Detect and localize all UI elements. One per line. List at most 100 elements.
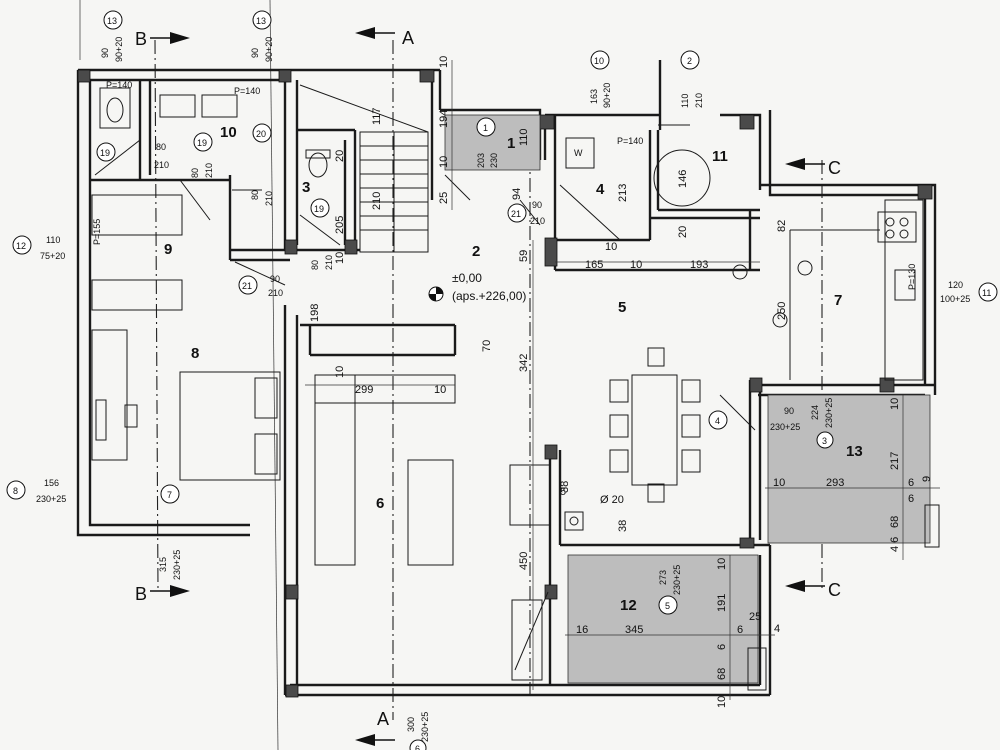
dimension-label: 6 [908, 477, 914, 489]
parapet-height: P=155 [92, 219, 102, 245]
opening-width: 110 [680, 94, 690, 108]
window-tag: 2 [687, 56, 692, 66]
window-tag: 6 [415, 744, 420, 750]
section-label: C [828, 158, 841, 178]
room-number: 12 [620, 597, 637, 614]
opening-height: 75+20 [40, 251, 65, 261]
dimension-label: 10 [716, 558, 728, 570]
room-number: 10 [220, 124, 237, 141]
window-tag: 10 [594, 56, 604, 66]
opening-width: 203 [476, 153, 486, 168]
opening-width: 224 [810, 405, 820, 420]
dimension-label: 38 [617, 520, 629, 532]
dimension-label: 4 [774, 623, 780, 635]
dimension-label: 345 [625, 624, 643, 636]
window-tag: 12 [16, 241, 26, 251]
dimension-label: 165 [585, 259, 603, 271]
room-number: 4 [596, 181, 605, 198]
room-number: 13 [846, 443, 863, 460]
door-tag: 20 [256, 129, 266, 139]
dimension-label: 117 [371, 107, 383, 125]
opening-width: 80 [310, 260, 320, 270]
dimension-label: 191 [716, 594, 728, 612]
opening-height: 90+20 [264, 37, 274, 62]
opening-width: 80 [250, 190, 260, 200]
opening-width: 90 [270, 274, 280, 284]
section-label: B [135, 584, 147, 604]
window-tag: 13 [107, 16, 117, 26]
dimension-label: 342 [518, 354, 530, 372]
room-numbers: 1 2 3 4 5 6 7 8 9 10 11 12 13 [164, 124, 863, 614]
opening-height: 90+20 [602, 83, 612, 108]
opening-height: 230+25 [36, 494, 66, 504]
room-number: 3 [302, 179, 310, 196]
section-label: C [828, 580, 841, 600]
dimension-label: 450 [518, 552, 530, 570]
door-tag: 19 [100, 148, 110, 158]
elevation-marker: ±0,00 (aps.+226,00) [428, 271, 526, 303]
dimension-label: 38 [559, 481, 571, 493]
dimension-label: 16 [576, 624, 588, 636]
door-tag: 21 [242, 281, 252, 291]
opening-height: 230 [489, 153, 499, 168]
dimension-label: 5 [560, 486, 566, 498]
door-swings [94, 124, 756, 431]
opening-width: 90 [250, 48, 260, 58]
window-tag: 8 [13, 486, 18, 496]
terrace-13-hatch [767, 394, 931, 544]
terrace-12-hatch [567, 554, 759, 684]
window-tag: 7 [167, 490, 172, 500]
window-tag: 3 [822, 436, 827, 446]
opening-width: 90 [532, 200, 542, 210]
opening-height: 90+20 [114, 37, 124, 62]
opening-width: 90 [784, 406, 794, 416]
dimension-label: 9 [921, 476, 933, 482]
opening-width: 80 [156, 142, 166, 152]
section-label: B [135, 29, 147, 49]
parapet-height: P=140 [234, 86, 260, 96]
dimension-label: 6 [737, 624, 743, 636]
furniture [91, 87, 940, 691]
dimension-label: 10 [334, 252, 346, 264]
room-number: 8 [191, 345, 199, 362]
opening-width: 163 [589, 89, 599, 104]
opening-height: 100+25 [940, 294, 970, 304]
dimension-label: 213 [617, 184, 629, 202]
window-tag: 11 [982, 288, 991, 298]
opening-width: 315 [158, 557, 168, 572]
dimension-label: 293 [826, 477, 844, 489]
dimension-label: 210 [371, 192, 383, 210]
section-label: A [402, 28, 414, 48]
section-marker-a-bottom: A [355, 709, 395, 746]
room-number: 1 [507, 135, 515, 152]
opening-width: 110 [46, 235, 60, 245]
opening-height: 230+25 [672, 565, 682, 595]
section-marker-b-top: B [135, 29, 190, 49]
sheet-fold-line [269, 0, 279, 750]
opening-height: 210 [204, 163, 214, 178]
section-label: A [377, 709, 389, 729]
opening-height: 230+25 [770, 422, 800, 432]
room-number: 11 [712, 148, 728, 165]
opening-height: 210 [154, 160, 169, 170]
room-number: 9 [164, 241, 172, 258]
opening-height: 230+25 [420, 712, 430, 742]
dimension-label: 94 [511, 188, 523, 200]
section-line-b [154, 39, 159, 591]
dimension-label: 82 [776, 220, 788, 232]
dimension-label: 20 [334, 150, 346, 162]
room-number: 5 [618, 299, 626, 316]
opening-width: 80 [190, 168, 200, 178]
washer-label: W [574, 148, 583, 158]
elevation-zero: ±0,00 [452, 271, 482, 285]
room-number: 2 [472, 243, 480, 260]
opening-height: 210 [530, 216, 545, 226]
dimension-label: 10 [889, 398, 901, 410]
section-marker-c-bottom: C [785, 580, 841, 600]
window-tag: 4 [715, 416, 720, 426]
window-tag: 5 [665, 601, 670, 611]
opening-height: 210 [268, 288, 283, 298]
dimension-label: 193 [690, 259, 708, 271]
dimension-label: 68 [889, 516, 901, 528]
